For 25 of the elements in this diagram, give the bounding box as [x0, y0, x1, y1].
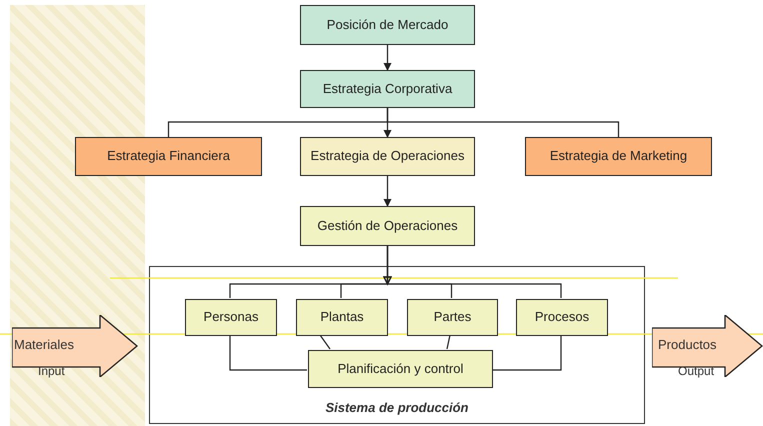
process-box: Planificación y control: [308, 350, 493, 388]
process-box: Partes: [407, 299, 498, 336]
process-box: Estrategia de Operaciones: [300, 137, 475, 176]
process-box: Plantas: [296, 299, 388, 336]
arrow: [383, 245, 562, 299]
process-box: Gestión de Operaciones: [300, 206, 475, 246]
process-box: Estrategia de Marketing: [525, 137, 712, 176]
connector-line: [492, 335, 562, 371]
connector-line: [446, 334, 451, 350]
process-box: Estrategia Corporativa: [300, 70, 475, 108]
frame-title: Sistema de producción: [324, 400, 470, 415]
connector-line: [320, 334, 330, 350]
system-frame: [149, 266, 645, 424]
process-box: Estrategia Financiera: [75, 137, 262, 176]
connector-line: [386, 108, 620, 137]
arrow: [384, 176, 392, 207]
beside-label: Output: [678, 364, 714, 378]
connector-line: [229, 335, 307, 371]
process-box: Procesos: [516, 299, 608, 336]
process-box: Personas: [185, 299, 277, 336]
arrow: [384, 45, 392, 71]
beside-label: Input: [38, 364, 65, 378]
arrow-label: Materiales: [14, 337, 74, 352]
arrow-label: Productos: [658, 337, 717, 352]
process-box: Posición de Mercado: [300, 5, 475, 45]
